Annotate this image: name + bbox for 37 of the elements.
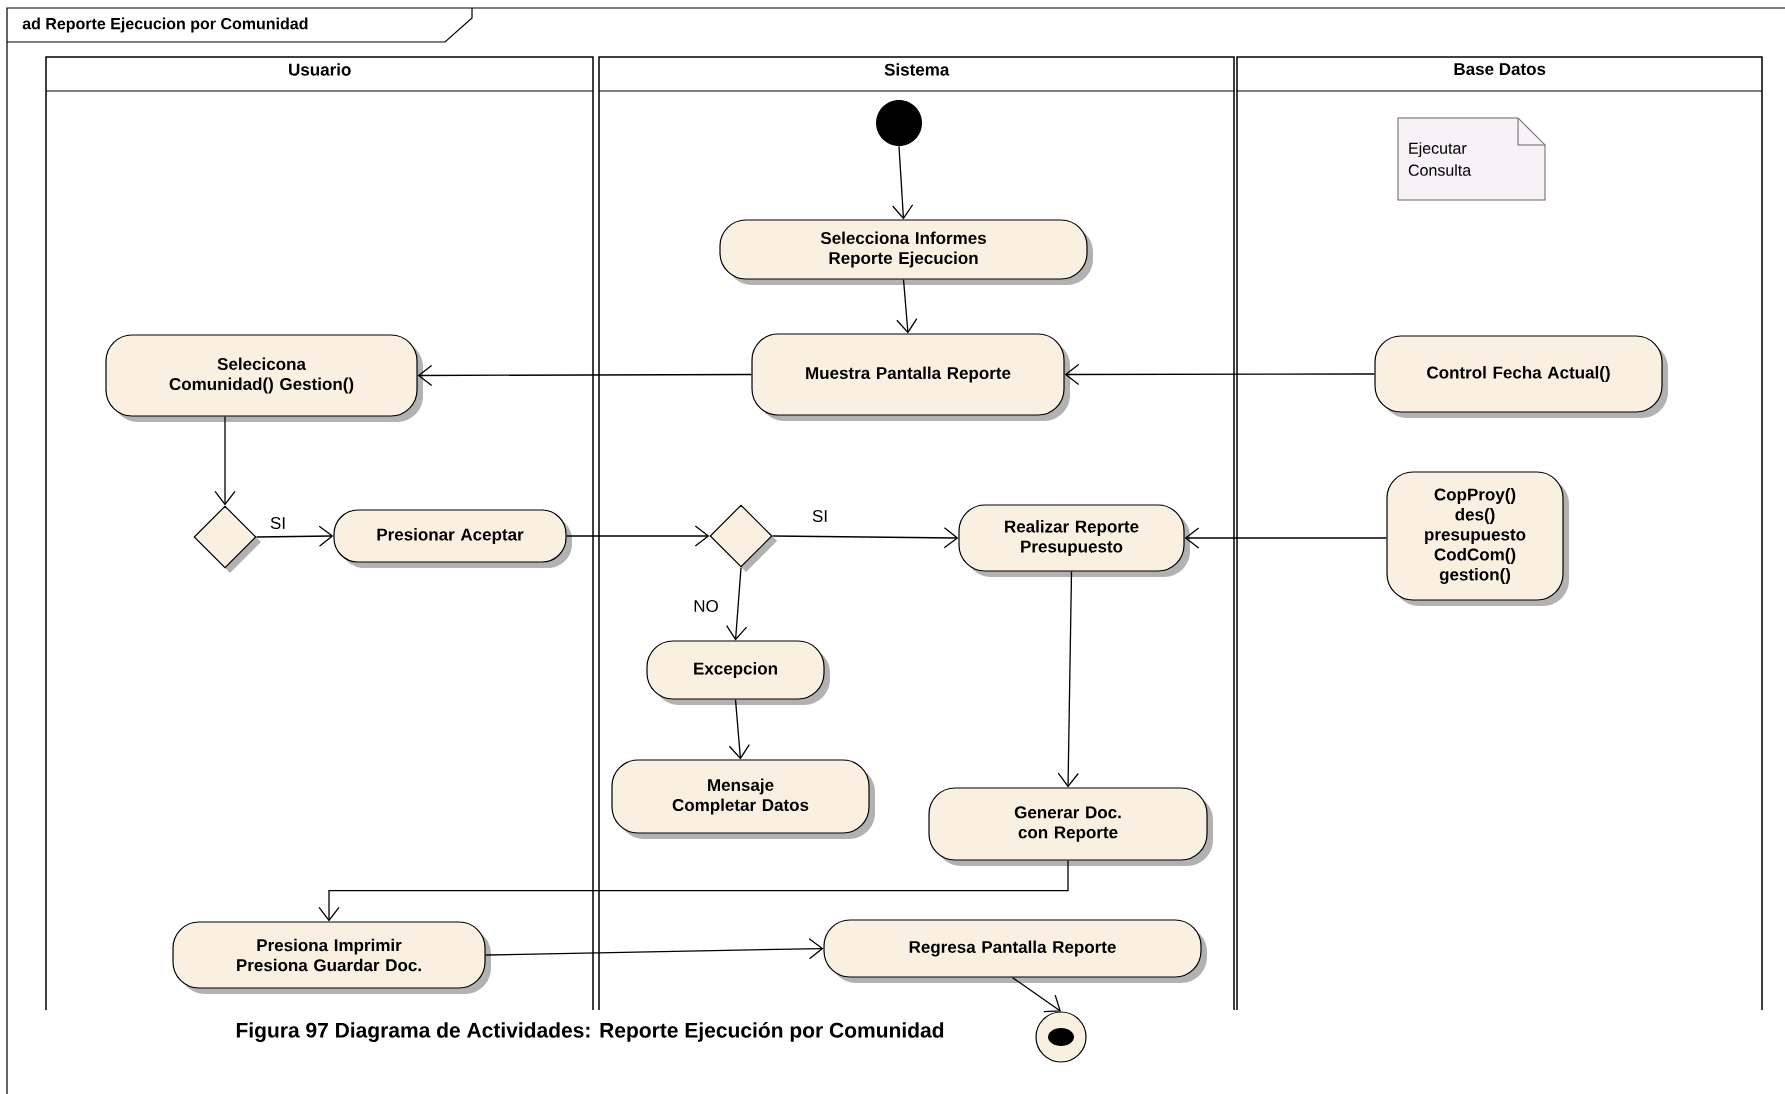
arrow xyxy=(1011,976,1061,1013)
action-box: Muestra Pantalla Reporte xyxy=(751,333,1070,421)
arrow xyxy=(318,859,1069,922)
action-box: Selecicona Comunidad() Gestion() xyxy=(105,334,423,422)
edge-label: NO xyxy=(692,599,720,613)
arrow xyxy=(1184,527,1388,549)
arrow xyxy=(417,364,753,387)
action-box: Generar Doc. con Reporte xyxy=(928,787,1213,866)
arrow xyxy=(771,527,959,549)
action-box: Selecciona Informes Reporte Ejecucion xyxy=(719,219,1093,285)
arrow xyxy=(1064,363,1376,386)
edge-label: SI xyxy=(811,509,830,523)
action-box: CopProy() des() presupuesto CodCom() gestion() xyxy=(1386,471,1569,606)
caption: Figura 97 Diagrama de Actividades: Reporte Ejecución por Comunidad xyxy=(236,1022,944,1042)
arrow xyxy=(892,145,914,220)
frame-tag: ad Reporte Ejecucion por Comunidad xyxy=(6,7,473,43)
action-box: Control Fecha Actual() xyxy=(1374,335,1668,418)
action-box: Presionar Aceptar xyxy=(333,509,572,568)
arrow xyxy=(728,698,750,760)
action-box: Presiona Imprimir Presiona Guardar Doc. xyxy=(172,921,491,994)
action-box: Regresa Pantalla Reporte xyxy=(823,919,1207,983)
arrow xyxy=(1057,570,1079,788)
edge-label: SI xyxy=(269,516,288,530)
decision-diamond xyxy=(193,505,261,573)
arrow xyxy=(725,566,748,641)
start-node xyxy=(876,100,922,146)
action-box: Excepcion xyxy=(646,640,830,705)
arrow xyxy=(896,278,918,334)
arrow xyxy=(484,938,824,960)
note: Ejecutar Consulta xyxy=(1397,117,1546,201)
arrow xyxy=(565,525,710,547)
end-node xyxy=(1035,1011,1087,1063)
action-box: Realizar Reporte Presupuesto xyxy=(958,504,1190,577)
arrow xyxy=(255,525,334,547)
arrow xyxy=(214,415,236,506)
action-box: Mensaje Completar Datos xyxy=(611,759,875,839)
decision-diamond xyxy=(709,504,777,572)
